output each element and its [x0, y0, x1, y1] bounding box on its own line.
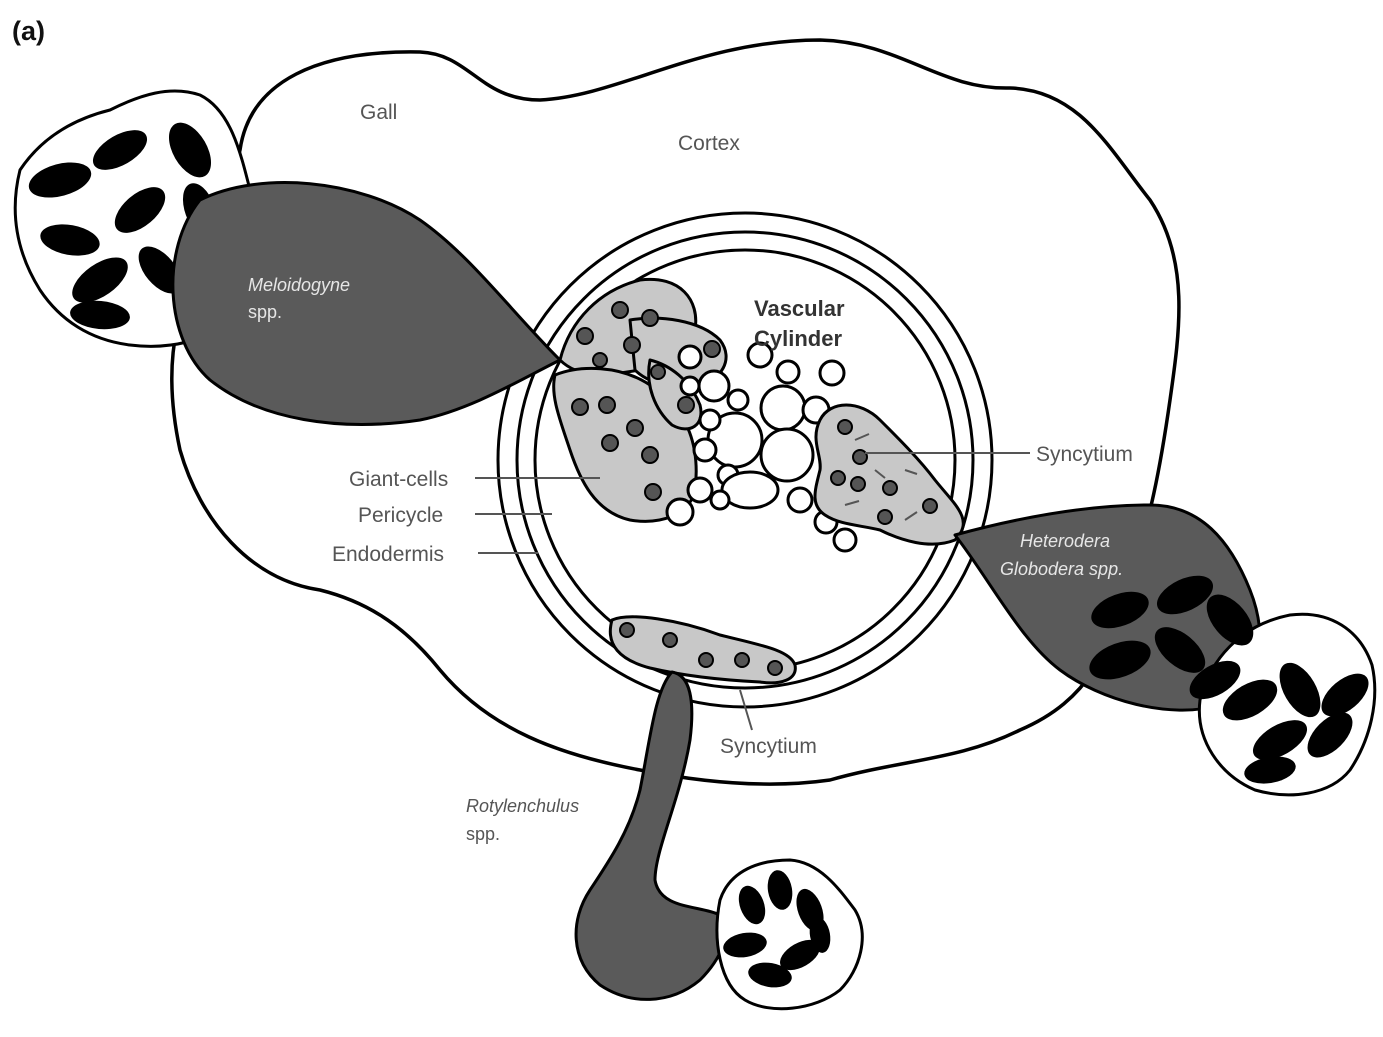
- rotylenchulus-label-line1: Rotylenchulus: [466, 796, 579, 816]
- gall-label: Gall: [360, 101, 397, 124]
- meloidogyne-body: [171, 181, 562, 426]
- panel-label: (a): [12, 16, 45, 46]
- meloidogyne-label-line2: spp.: [248, 302, 282, 322]
- syncytium-right-label: Syncytium: [1036, 443, 1133, 466]
- meloidogyne-label-line1: Meloidogyne: [248, 275, 350, 295]
- giant-cell-nuclei: [571, 301, 721, 501]
- rotylenchulus-syncytium: [608, 615, 797, 685]
- vascular-cylinder-label-line2: Cylinder: [754, 326, 842, 351]
- heterodera-eggs: [1089, 575, 1369, 784]
- syncytium-bottom-leader: [739, 689, 753, 731]
- endodermis-label: Endodermis: [332, 543, 444, 566]
- giant-cells: [552, 277, 728, 523]
- heterodera-label-line1: Heterodera: [1020, 531, 1110, 551]
- rotylenchulus-eggs: [723, 870, 831, 988]
- syncytium-nuclei-bottom: [619, 622, 783, 676]
- syncytium-nuclei-right: [830, 419, 938, 525]
- pericycle-label: Pericycle: [358, 504, 443, 527]
- heterodera-label-line2: Globodera spp.: [1000, 559, 1123, 579]
- syncytium-bottom-label: Syncytium: [720, 735, 817, 758]
- xylem-vessels: [665, 341, 858, 553]
- vascular-cylinder-label-line1: Vascular: [754, 296, 845, 321]
- pericycle-ring: [515, 230, 975, 690]
- cortex-label: Cortex: [678, 132, 740, 155]
- giant-cells-label: Giant-cells: [349, 468, 448, 491]
- rotylenchulus-body: [574, 670, 728, 1001]
- rotylenchulus-label-line2: spp.: [466, 824, 500, 844]
